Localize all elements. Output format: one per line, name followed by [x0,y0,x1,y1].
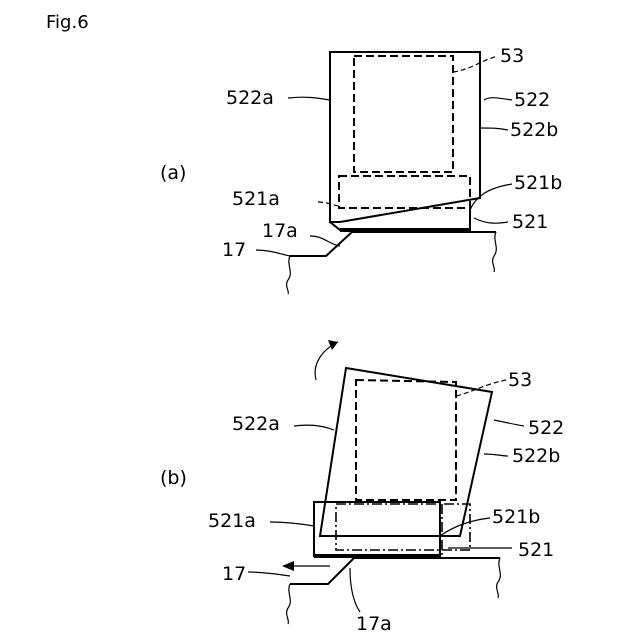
figure-title: Fig.6 [46,12,89,33]
a-sensor-53-dashed [354,56,453,172]
a-leader-522 [484,98,512,100]
b-leader-17 [248,572,290,576]
a-base-521-outline [330,201,470,230]
a-break-right [493,232,497,272]
a-leader-521b [470,184,512,210]
b-label-521a: 521a [208,510,256,532]
b-label-522: 522 [528,417,564,439]
a-label-522a: 522a [226,87,274,109]
b-label-53: 53 [508,369,532,391]
b-label-522b: 522b [512,445,560,467]
a-label-17a: 17a [262,220,298,242]
b-break-left [287,584,291,624]
a-leader-521 [474,218,508,223]
a-label-521a: 521a [232,188,280,210]
b-region-521-dashdot [336,504,470,550]
b-leader-522 [494,420,524,426]
a-label-522b: 522b [510,119,558,141]
a-plate-17 [290,232,496,256]
b-leader-17a [350,568,360,612]
a-body-522-outline [330,52,480,222]
b-break-right [497,558,501,598]
a-leader-53 [453,56,498,72]
b-leader-522a [294,425,334,430]
a-label-521: 521 [512,211,548,233]
b-block-521a [314,502,440,556]
b-rotation-arrow [315,342,338,380]
b-leader-521a [270,522,314,526]
b-leader-521b [440,518,490,536]
panel-a: (a) 53 522 522b 522a 521b 521 521a [160,45,562,294]
b-leader-522b [484,454,508,456]
b-label-522a: 522a [232,413,280,435]
a-leader-522a [288,97,330,100]
b-movement-arrow-head [282,561,294,571]
panel-b-tag: (b) [160,467,187,489]
a-label-521b: 521b [514,172,562,194]
a-label-17: 17 [222,239,246,261]
a-label-53: 53 [500,45,524,67]
a-leader-17 [256,250,290,256]
a-label-522: 522 [514,89,550,111]
a-leader-17a [310,236,340,246]
panel-b: (b) 53 522 522b [160,340,564,635]
b-plate-17 [290,558,500,584]
b-sensor-53-dashed [356,380,456,500]
b-label-17a: 17a [356,613,392,635]
b-label-521b: 521b [492,506,540,528]
a-break-left [287,256,291,294]
panel-a-tag: (a) [160,162,186,184]
a-leader-522b [480,128,508,130]
b-label-17: 17 [222,563,246,585]
b-rotation-arrow-head [328,340,338,350]
b-label-521: 521 [518,539,554,561]
